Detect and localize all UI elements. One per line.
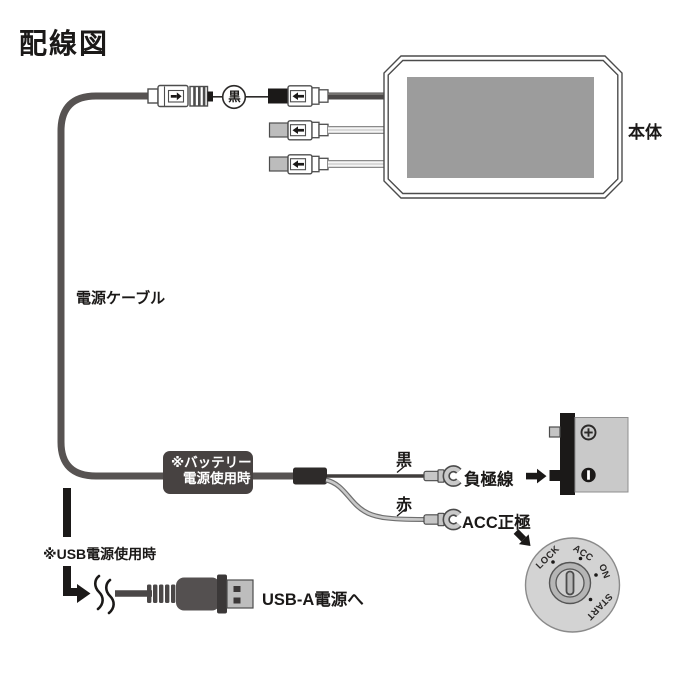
inline-connector-left — [147, 84, 213, 108]
battery-mode-line2: 電源使用時 — [183, 471, 251, 486]
battery-black-bar — [560, 413, 575, 495]
unit-label: 本体 — [628, 123, 662, 142]
leader-tick-red — [396, 508, 407, 517]
fork-terminal-acc — [423, 508, 462, 531]
left-arrow-icon — [292, 126, 304, 134]
battery-mode-box: ※バッテリー 電源使用時 — [163, 451, 253, 494]
page-title: 配線図 — [19, 28, 110, 59]
usb-strain-relief — [147, 584, 176, 603]
left-arrow-icon — [292, 92, 304, 100]
position-dot — [588, 597, 593, 602]
red-wire — [325, 478, 425, 521]
battery-negative-icon — [581, 467, 596, 483]
usb-plug-body — [176, 577, 220, 611]
red-wire-label: 赤 — [396, 497, 413, 514]
black-badge-label: 黒 — [228, 90, 241, 104]
unit-screen — [407, 77, 594, 178]
usb-plug-metal — [226, 579, 254, 609]
usb-power-note: ※USB電源使用時 — [43, 546, 157, 562]
black-wire-label: 黒 — [396, 452, 413, 469]
position-dot — [578, 556, 583, 561]
usb-destination-label: USB-A電源へ — [262, 591, 364, 609]
right-arrow-icon — [170, 92, 182, 101]
usb-branch-bar — [63, 488, 71, 537]
black-badge-circle — [221, 84, 247, 110]
split-sleeve — [293, 467, 327, 485]
unit-connector-2 — [268, 120, 392, 141]
leader-tick-black — [396, 464, 407, 473]
usb-plug-hole — [233, 586, 241, 592]
battery-tab-top — [548, 426, 561, 438]
left-arrow-icon — [292, 160, 304, 168]
battery-positive-icon — [580, 424, 597, 441]
power-cable-line — [57, 92, 295, 480]
position-dot — [594, 573, 598, 577]
power-cable-label: 電源ケーブル — [76, 290, 166, 307]
battery-mode-line1: ※バッテリー — [171, 455, 252, 470]
down-right-arrow-icon — [513, 529, 531, 546]
battery-tab-bottom — [549, 470, 560, 481]
unit-connector-3 — [268, 154, 392, 175]
position-dot — [551, 560, 555, 564]
usb-plug-band — [217, 574, 227, 614]
key-slot — [565, 570, 575, 596]
unit-connector-power — [268, 85, 392, 107]
cable-break-marks — [93, 574, 115, 615]
usb-plug-hole — [233, 597, 241, 604]
fork-terminal-negative — [423, 465, 462, 487]
usb-elbow-arrow-icon — [63, 566, 91, 603]
negative-line-label: 負極線 — [464, 471, 514, 489]
right-arrow-icon — [526, 468, 547, 484]
acc-positive-label: ACC正極 — [462, 514, 531, 532]
ignition-switch — [524, 537, 621, 633]
